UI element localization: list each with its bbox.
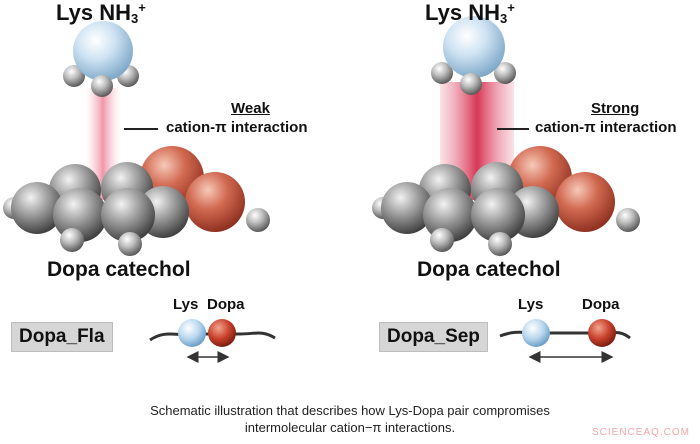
- hydrogen-atom: [63, 65, 85, 87]
- right-dopa-label: Dopa: [582, 296, 620, 313]
- figure-caption: Schematic illustration that describes ho…: [0, 402, 700, 436]
- right-lys-label: Lys: [518, 296, 544, 313]
- carbon-atom: [53, 188, 107, 242]
- left-lys-label: Lys: [173, 296, 199, 313]
- left-dopa-label: Dopa: [207, 296, 245, 313]
- right-construct-name: Dopa_Sep: [379, 322, 488, 352]
- hydrogen-atom: [494, 62, 516, 84]
- right-catechol-label: Dopa catechol: [417, 258, 561, 281]
- caption-line-1: Schematic illustration that describes ho…: [150, 403, 550, 418]
- hydrogen-atom: [460, 73, 482, 95]
- hydrogen-atom: [488, 232, 512, 256]
- nitrogen-atom: [443, 16, 505, 78]
- hydrogen-atom: [246, 208, 270, 232]
- caption-line-2: intermolecular cation−π interactions.: [244, 420, 456, 435]
- carbon-atom: [101, 188, 155, 242]
- lys-bead: [522, 319, 550, 347]
- backbone-line: [499, 330, 631, 340]
- hydrogen-atom: [431, 62, 453, 84]
- right-molecule: [372, 16, 640, 256]
- dopa-bead: [588, 319, 616, 347]
- hydrogen-atom: [91, 75, 113, 97]
- lys-bead: [178, 319, 206, 347]
- hydrogen-atom: [118, 232, 142, 256]
- oxygen-atom: [555, 172, 615, 232]
- nitrogen-atom: [73, 21, 133, 81]
- hydrogen-atom: [60, 228, 84, 252]
- hydrogen-atom: [430, 228, 454, 252]
- right-ammonium-label: Lys NH3+: [425, 0, 515, 26]
- watermark: SCIENCEAQ.COM: [591, 427, 690, 438]
- left-molecule: [3, 21, 270, 256]
- left-leader-line: [124, 128, 158, 130]
- right-interaction-label: cation-π interaction: [535, 119, 677, 136]
- left-strength-label: Weak: [231, 100, 270, 117]
- oxygen-atom: [185, 172, 245, 232]
- left-construct-name: Dopa_Fla: [11, 322, 113, 352]
- left-ammonium-label: Lys NH3+: [56, 0, 146, 26]
- carbon-atom: [11, 182, 63, 234]
- left-catechol-label: Dopa catechol: [47, 258, 191, 281]
- left-pair-schematic: [149, 319, 276, 363]
- carbon-atom: [423, 188, 477, 242]
- hydrogen-atom: [616, 208, 640, 232]
- carbon-atom: [381, 182, 433, 234]
- right-strength-label: Strong: [591, 100, 640, 117]
- right-leader-line: [497, 128, 529, 130]
- left-interaction-label: cation-π interaction: [166, 119, 308, 136]
- right-pair-schematic: [499, 319, 631, 363]
- carbon-atom: [471, 188, 525, 242]
- dopa-bead: [208, 319, 236, 347]
